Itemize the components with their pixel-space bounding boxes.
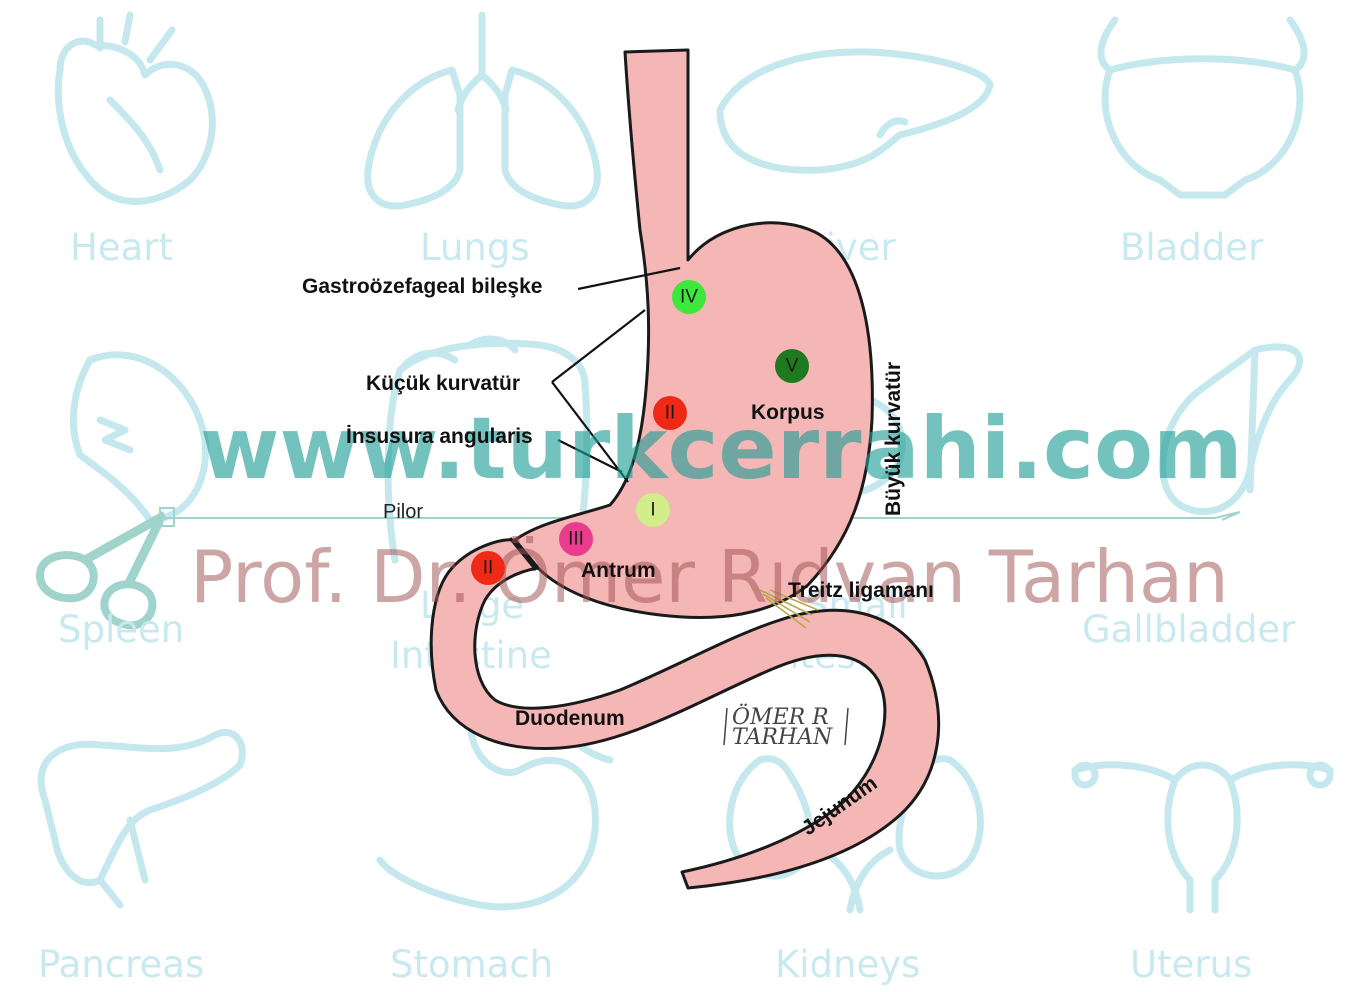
spleen-icon	[73, 355, 205, 520]
bg-label-bladder: Bladder	[1120, 226, 1264, 269]
liver-icon	[720, 52, 990, 170]
label-duodenum: Duodenum	[515, 707, 625, 730]
pancreas-icon	[41, 732, 242, 905]
signature-line-2: TARHAN	[732, 725, 833, 750]
label-gej: Gastroözefageal bileşke	[302, 275, 542, 298]
label-incisura: İnsusura angularis	[346, 425, 533, 448]
label-antrum: Antrum	[581, 559, 656, 582]
bg-label-lungs: Lungs	[420, 226, 530, 269]
heart-icon	[58, 15, 212, 201]
bg-label-stomach: Stomach	[390, 943, 553, 986]
svg-text:V: V	[786, 356, 799, 377]
svg-text:IV: IV	[680, 287, 698, 308]
label-pylorus: Pilor	[383, 501, 423, 523]
marker-I: I	[636, 493, 670, 527]
bg-label-uterus: Uterus	[1130, 943, 1252, 986]
bg-label-heart: Heart	[70, 226, 173, 269]
label-treitz: Treitz ligamanı	[788, 579, 934, 602]
svg-text:II: II	[665, 403, 676, 424]
marker-II-duodenum: II	[471, 551, 505, 585]
watermark-site: www.turkcerrahi.com	[200, 399, 1243, 499]
bg-label-kidneys: Kidneys	[775, 943, 920, 986]
label-lesser-curvature: Küçük kurvatür	[366, 372, 520, 395]
label-corpus: Korpus	[751, 401, 825, 424]
leader-lesser-curvature-upper	[552, 310, 645, 382]
uterus-icon	[1075, 765, 1330, 910]
bladder-icon	[1101, 20, 1304, 195]
marker-V: V	[775, 349, 809, 383]
svg-text:II: II	[483, 558, 494, 579]
marker-IV: IV	[672, 280, 706, 314]
watermark-author: Prof. Dr. Ömer Rıdvan Tarhan	[190, 535, 1229, 619]
bg-label-spleen: Spleen	[58, 608, 184, 651]
bg-label-pancreas: Pancreas	[38, 943, 204, 986]
svg-text:I: I	[650, 500, 655, 521]
svg-text:III: III	[568, 529, 584, 550]
marker-II-corpus: II	[653, 396, 687, 430]
marker-III: III	[559, 522, 593, 556]
label-greater-curvature: Büyük kurvatür	[882, 362, 905, 516]
lungs-icon	[368, 15, 598, 206]
author-signature: ÖMER R TARHAN	[724, 703, 848, 750]
